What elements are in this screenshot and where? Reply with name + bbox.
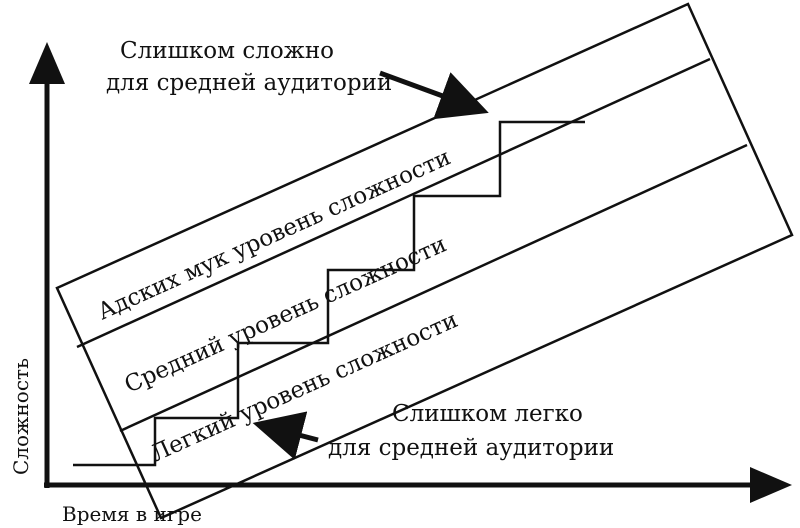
too-easy-note-line1: Слишком легко bbox=[392, 401, 583, 427]
y-axis-arrowhead bbox=[29, 42, 65, 84]
too-easy-arrow bbox=[252, 411, 319, 460]
band-label-medium: Средний уровень сложности bbox=[121, 231, 451, 398]
y-axis-label: Сложность bbox=[9, 358, 33, 475]
progression-step-path bbox=[73, 120, 585, 467]
too-easy-note-line2: для средней аудитории bbox=[328, 435, 614, 461]
band-label-hard: Адских мук уровень сложности bbox=[94, 144, 455, 325]
too-hard-note-line1: Слишком сложно bbox=[120, 38, 334, 64]
band-divider-lower bbox=[119, 143, 748, 433]
too-hard-arrow bbox=[379, 70, 489, 120]
band-divider-upper bbox=[76, 57, 711, 349]
x-axis-arrowhead bbox=[750, 467, 792, 503]
x-axis-label: Время в игре bbox=[62, 502, 202, 526]
too-hard-note-line2: для средней аудитории bbox=[106, 70, 392, 96]
